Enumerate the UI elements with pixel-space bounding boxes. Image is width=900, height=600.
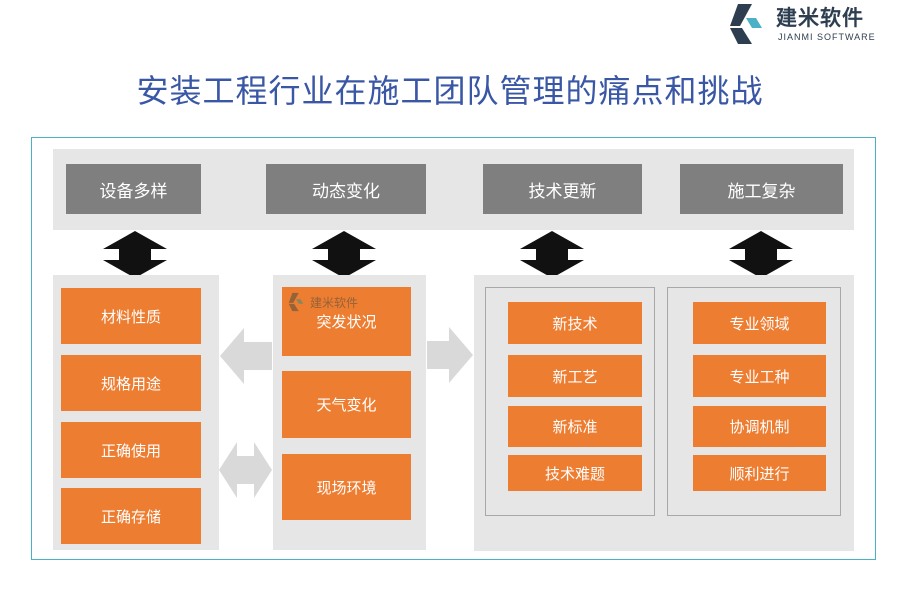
header-equipment-variety: 设备多样	[66, 164, 201, 214]
watermark-text: 建米软件	[310, 295, 359, 310]
item-weather-change: 天气变化	[282, 371, 411, 438]
item-professional-trade: 专业工种	[693, 355, 826, 397]
arrow-left-icon	[220, 328, 272, 384]
header-tech-update: 技术更新	[483, 164, 642, 214]
double-arrow-vertical-icon	[103, 231, 167, 278]
jianmi-logo-icon	[288, 292, 304, 312]
item-tech-difficulty: 技术难题	[508, 455, 642, 491]
item-new-process: 新工艺	[508, 355, 642, 397]
item-coordination-mechanism: 协调机制	[693, 406, 826, 447]
item-spec-usage: 规格用途	[61, 355, 201, 411]
watermark: 建米软件	[285, 292, 358, 312]
item-new-standard: 新标准	[508, 406, 642, 447]
brand-logo: 建米软件 JIANMI SOFTWARE	[722, 2, 900, 48]
logo-name-cn: 建米软件	[776, 6, 864, 30]
double-arrow-vertical-icon	[312, 231, 376, 278]
item-site-environment: 现场环境	[282, 454, 411, 520]
arrow-right-icon	[427, 327, 473, 383]
header-construction-complexity: 施工复杂	[680, 164, 843, 214]
item-smooth-progress: 顺利进行	[693, 455, 826, 491]
item-material-property: 材料性质	[61, 288, 201, 344]
header-dynamic-change: 动态变化	[266, 164, 426, 214]
logo-name-en: JIANMI SOFTWARE	[778, 32, 876, 42]
item-professional-field: 专业领域	[693, 302, 826, 344]
item-emergency: 突发状况	[282, 287, 411, 356]
double-arrow-vertical-icon	[729, 231, 793, 278]
item-new-technology: 新技术	[508, 302, 642, 344]
item-correct-use: 正确使用	[61, 422, 201, 478]
double-arrow-vertical-icon	[520, 231, 584, 278]
double-arrow-horizontal-icon	[219, 442, 272, 498]
diagram-frame	[31, 137, 876, 560]
page-title: 安装工程行业在施工团队管理的痛点和挑战	[136, 72, 764, 110]
item-correct-storage: 正确存储	[61, 488, 201, 544]
jianmi-logo-icon	[730, 4, 762, 44]
